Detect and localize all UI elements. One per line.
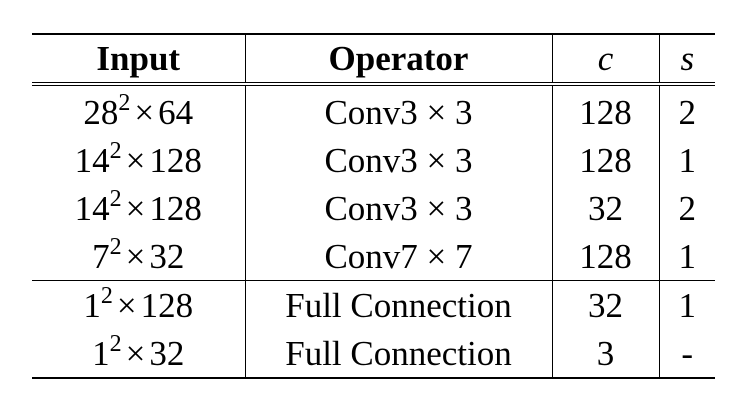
operator-cell: Full Connection — [244, 329, 552, 379]
c-cell: 3 — [551, 329, 659, 379]
input-cell: 142×128 — [32, 136, 245, 184]
c-cell: 128 — [551, 136, 659, 184]
input-base: 7 — [92, 236, 110, 276]
times-symbol: × — [125, 236, 146, 276]
times-symbol: × — [125, 140, 146, 180]
input-base: 1 — [92, 333, 110, 373]
s-cell: 1 — [658, 280, 715, 329]
times-symbol: × — [134, 92, 155, 132]
input-cell: 142×128 — [32, 184, 245, 232]
times-symbol: × — [116, 285, 137, 325]
input-cell: 282×64 — [32, 84, 245, 136]
s-cell: - — [658, 329, 715, 379]
architecture-table-container: Input Operator c s 282×64 Conv3 × 3 128 … — [32, 33, 715, 379]
input-exponent: 2 — [109, 185, 122, 212]
input-dim: 128 — [149, 140, 202, 180]
table-row: 72×32 Conv7 × 7 128 1 — [32, 232, 715, 281]
c-cell: 32 — [551, 184, 659, 232]
s-cell: 1 — [658, 232, 715, 281]
input-cell: 12×32 — [32, 329, 245, 379]
header-c: c — [551, 33, 659, 86]
operator-cell: Conv3 × 3 — [244, 184, 552, 232]
input-base: 14 — [74, 140, 110, 180]
table-header-row: Input Operator c s — [32, 33, 715, 86]
operator-cell: Full Connection — [244, 280, 552, 329]
table-row: 12×128 Full Connection 32 1 — [32, 280, 715, 329]
header-s: s — [658, 33, 715, 86]
times-symbol: × — [125, 333, 146, 373]
c-cell: 32 — [551, 280, 659, 329]
input-exponent: 2 — [109, 233, 122, 260]
c-cell: 128 — [551, 84, 659, 136]
input-base: 28 — [83, 92, 119, 132]
s-cell: 2 — [658, 84, 715, 136]
input-exponent: 2 — [109, 330, 122, 357]
input-dim: 32 — [149, 236, 185, 276]
input-cell: 72×32 — [32, 232, 245, 281]
header-input: Input — [32, 33, 245, 86]
operator-cell: Conv3 × 3 — [244, 136, 552, 184]
architecture-table: Input Operator c s 282×64 Conv3 × 3 128 … — [32, 33, 715, 379]
operator-cell: Conv3 × 3 — [244, 84, 552, 136]
input-dim: 128 — [140, 285, 194, 325]
table-row: 142×128 Conv3 × 3 32 2 — [32, 184, 715, 232]
operator-cell: Conv7 × 7 — [244, 232, 552, 281]
input-cell: 12×128 — [32, 280, 245, 329]
table-row: 12×32 Full Connection 3 - — [32, 329, 715, 379]
c-cell: 128 — [551, 232, 659, 281]
input-dim: 32 — [149, 333, 185, 373]
s-cell: 2 — [658, 184, 715, 232]
input-dim: 64 — [158, 92, 194, 132]
table-row: 282×64 Conv3 × 3 128 2 — [32, 84, 715, 136]
table-row: 142×128 Conv3 × 3 128 1 — [32, 136, 715, 184]
input-exponent: 2 — [109, 137, 122, 164]
times-symbol: × — [125, 188, 146, 228]
s-cell: 1 — [658, 136, 715, 184]
input-base: 14 — [74, 188, 110, 228]
input-exponent: 2 — [118, 89, 131, 116]
input-exponent: 2 — [100, 282, 113, 309]
header-operator: Operator — [244, 33, 552, 86]
input-dim: 128 — [149, 188, 202, 228]
input-base: 1 — [83, 285, 101, 325]
